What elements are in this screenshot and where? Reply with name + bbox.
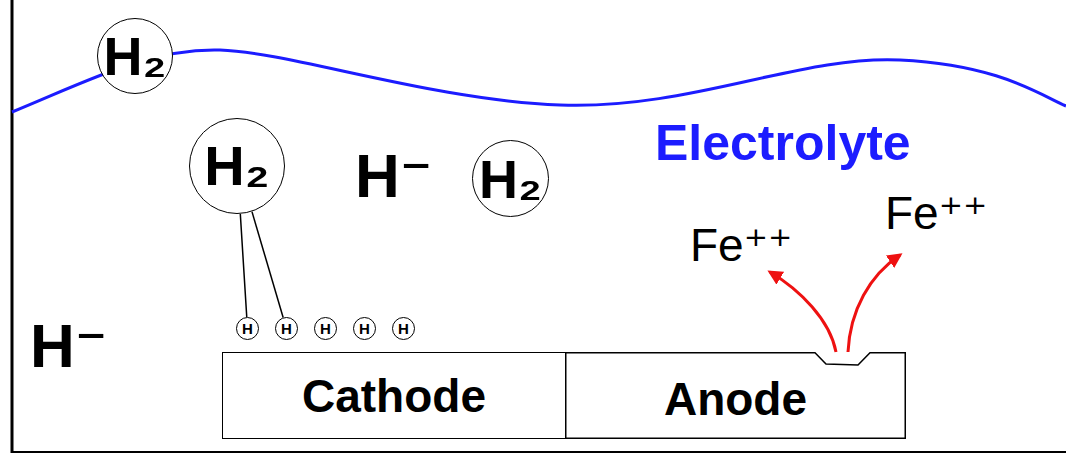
ion-label: H⁻ bbox=[30, 315, 108, 377]
ion-label: Fe⁺⁺ bbox=[690, 222, 792, 268]
ion-arrow bbox=[770, 272, 836, 352]
molecule-text: H bbox=[281, 321, 292, 336]
molecule-circle: H bbox=[236, 317, 259, 340]
adsorption-line bbox=[252, 212, 283, 318]
electrode-name: Anode bbox=[664, 376, 807, 422]
ion-arrow bbox=[848, 255, 900, 352]
molecule-text: H bbox=[320, 321, 331, 336]
electrode-name: Cathode bbox=[302, 373, 486, 419]
ion-label: Fe⁺⁺ bbox=[885, 190, 987, 236]
electrode-box: Anode bbox=[565, 352, 906, 439]
molecule-circle: H bbox=[392, 317, 415, 340]
molecule-circle: H bbox=[275, 317, 298, 340]
ion-label: H⁻ bbox=[355, 145, 433, 207]
molecule-circle: H₂ bbox=[97, 18, 173, 94]
molecule-text: H bbox=[242, 321, 253, 336]
molecule-circle: H₂ bbox=[472, 140, 549, 217]
molecule-text: H₂ bbox=[104, 29, 167, 83]
molecule-circle: H₂ bbox=[189, 118, 285, 214]
molecule-text: H₂ bbox=[204, 138, 269, 194]
molecule-circle: H bbox=[353, 317, 376, 340]
molecule-text: H bbox=[359, 321, 370, 336]
tank-wall bbox=[11, 0, 14, 453]
molecule-text: H bbox=[398, 321, 409, 336]
adsorption-line bbox=[240, 214, 246, 317]
molecule-circle: H bbox=[314, 317, 337, 340]
tank-floor bbox=[12, 451, 1066, 453]
electrode-box: Cathode bbox=[222, 352, 566, 439]
molecule-text: H₂ bbox=[479, 152, 542, 206]
region-label: Electrolyte bbox=[655, 118, 911, 168]
